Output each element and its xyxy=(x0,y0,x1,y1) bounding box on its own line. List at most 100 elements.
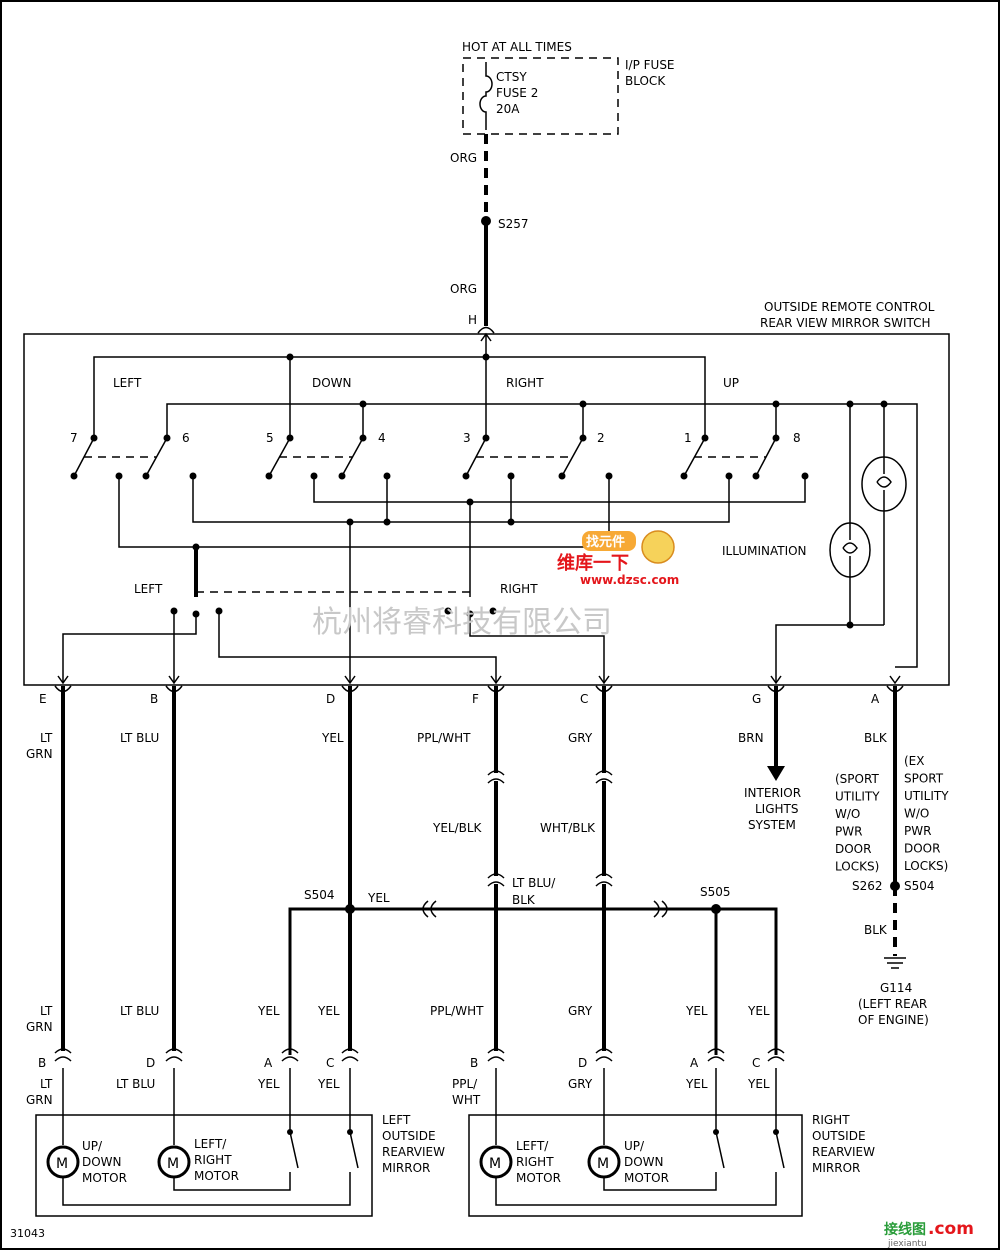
right-mirror-title-2: OUTSIDE xyxy=(812,1129,866,1143)
left-mirror-title-1: LEFT xyxy=(382,1113,411,1127)
left-conn-pin-d: D xyxy=(146,1056,155,1070)
output-to-pin-e xyxy=(62,614,197,683)
junction-dot xyxy=(579,400,587,408)
contact-number-3: 3 xyxy=(463,431,471,445)
right-motor-1-line-3: MOTOR xyxy=(516,1171,561,1185)
wire-e-color-1: LT xyxy=(40,731,53,745)
blade-contact xyxy=(265,472,273,480)
junction-dot xyxy=(359,400,367,408)
inline-connector-icon xyxy=(707,1056,725,1062)
junction-dot xyxy=(482,353,490,361)
position-label-left: LEFT xyxy=(113,376,142,390)
pin-arrow-icon xyxy=(889,675,901,685)
ground-name: G114 xyxy=(880,981,912,995)
left-motor-1-line-1: UP/ xyxy=(82,1139,103,1153)
inline-connector-icon xyxy=(281,1056,299,1062)
sport-note-left-line: W/O xyxy=(835,807,860,821)
wire-b-color: LT BLU xyxy=(120,731,159,745)
switch-blade xyxy=(145,437,168,477)
left-conn-pin-a: A xyxy=(264,1056,273,1070)
dzsc-badge xyxy=(582,531,636,551)
switch-blade xyxy=(561,437,584,477)
left-motor-1-line-2: DOWN xyxy=(82,1155,122,1169)
bus-wire-color: YEL xyxy=(367,891,390,905)
sport-note-right-line: UTILITY xyxy=(904,789,949,803)
wire-e-color-2: GRN xyxy=(26,747,53,761)
pin-arrow-icon xyxy=(344,675,356,685)
inline-connector-icon xyxy=(487,778,505,784)
inline-connector-icon xyxy=(487,873,505,879)
position-label-up: UP xyxy=(723,376,739,390)
dzsc-badge-text: 找元件 xyxy=(586,534,625,550)
right-conn-b-color-1: PPL/ xyxy=(452,1077,478,1091)
switch-title-2: REAR VIEW MIRROR SWITCH xyxy=(760,316,931,330)
blade-contact xyxy=(680,472,688,480)
splice-s257-label: S257 xyxy=(498,217,529,231)
junction-dot xyxy=(192,543,200,551)
fuse-block-outline xyxy=(462,57,619,135)
connector-gap xyxy=(595,1051,613,1059)
bus-lower-color-2: BLK xyxy=(512,893,536,907)
fuse-symbol xyxy=(479,62,493,130)
blade-contact xyxy=(142,472,150,480)
junction-dot xyxy=(507,518,515,526)
switch-pin-label: E xyxy=(39,692,47,706)
right-mirror-outline xyxy=(468,1114,803,1217)
sport-note-right-line: SPORT xyxy=(904,772,944,786)
right-motor-2-line-3: MOTOR xyxy=(624,1171,669,1185)
feed-wire-upper-color: ORG xyxy=(450,151,477,165)
selector-contact xyxy=(444,607,452,615)
left-mirror-title-3: REARVIEW xyxy=(382,1145,445,1159)
left-mirror-outline xyxy=(35,1114,373,1217)
sport-note-right-line: (EX xyxy=(904,754,924,768)
ground-wire-color: BLK xyxy=(864,923,888,937)
switch-blade xyxy=(341,437,364,477)
inline-connector-icon xyxy=(487,1056,505,1062)
company-watermark: 杭州将睿科技有限公司 xyxy=(312,605,612,640)
right-mirror: RIGHT OUTSIDE REARVIEW MIRROR M M LEFT/ … xyxy=(468,1068,875,1217)
junction-dot xyxy=(383,518,391,526)
junction-dot xyxy=(880,400,888,408)
ground-location-2: OF ENGINE) xyxy=(858,1013,929,1027)
output-to-pin-f xyxy=(218,611,497,683)
wire-a-color: BLK xyxy=(864,731,888,745)
illumination-label: ILLUMINATION xyxy=(722,544,807,558)
switch-title-1: OUTSIDE REMOTE CONTROL xyxy=(764,300,935,314)
inline-connector-icon xyxy=(487,770,505,776)
contact-number-1: 1 xyxy=(684,431,692,445)
inline-connector-icon xyxy=(54,1048,72,1054)
inline-connector-icon xyxy=(595,881,613,887)
wire-c-after-connector: WHT/BLK xyxy=(540,821,596,835)
wire-g-color: BRN xyxy=(738,731,764,745)
fuse-block: HOT AT ALL TIMES CTSY FUSE 2 20A I/P FUS… xyxy=(462,40,675,135)
blade-contact xyxy=(338,472,346,480)
wire-e-lower-1: LT xyxy=(40,1004,53,1018)
bus-connector-left xyxy=(422,900,437,918)
splice-s257-dot xyxy=(481,216,491,226)
right-mirror-return-line xyxy=(495,1172,777,1206)
left-mirror-return-line xyxy=(173,1172,291,1191)
connector-gap xyxy=(487,1051,505,1059)
switch-pin-label: F xyxy=(472,692,479,706)
splice-s504-ground-label: S504 xyxy=(904,879,935,893)
contact-number-8: 8 xyxy=(793,431,801,445)
harness: LT GRN LT GRN LT BLU LT BLU YEL PPL/WHT … xyxy=(26,686,949,1062)
right-conn-b-color-2: WHT xyxy=(452,1093,481,1107)
right-mirror-limit-switch-a xyxy=(715,1068,725,1169)
switch-pin-label: A xyxy=(871,692,880,706)
left-mirror-limit-switch-c xyxy=(349,1068,359,1169)
connector-gap xyxy=(595,876,613,884)
bulb-filament xyxy=(876,457,892,511)
sport-note-right-line: PWR xyxy=(904,824,931,838)
inline-connector-icon xyxy=(165,1056,183,1062)
sport-utility-notes: (SPORTUTILITYW/OPWRDOORLOCKS)(EXSPORTUTI… xyxy=(835,754,949,874)
right-conn-c-color: YEL xyxy=(747,1077,770,1091)
bus-connector-right xyxy=(653,900,668,918)
sport-note-left-line: LOCKS) xyxy=(835,860,879,874)
junction-dot xyxy=(846,400,854,408)
contact-number-7: 7 xyxy=(70,431,78,445)
inline-connectors xyxy=(54,770,785,1062)
contact-number-4: 4 xyxy=(378,431,386,445)
hot-at-all-times-label: HOT AT ALL TIMES xyxy=(462,40,572,54)
contact-number-2: 2 xyxy=(597,431,605,445)
